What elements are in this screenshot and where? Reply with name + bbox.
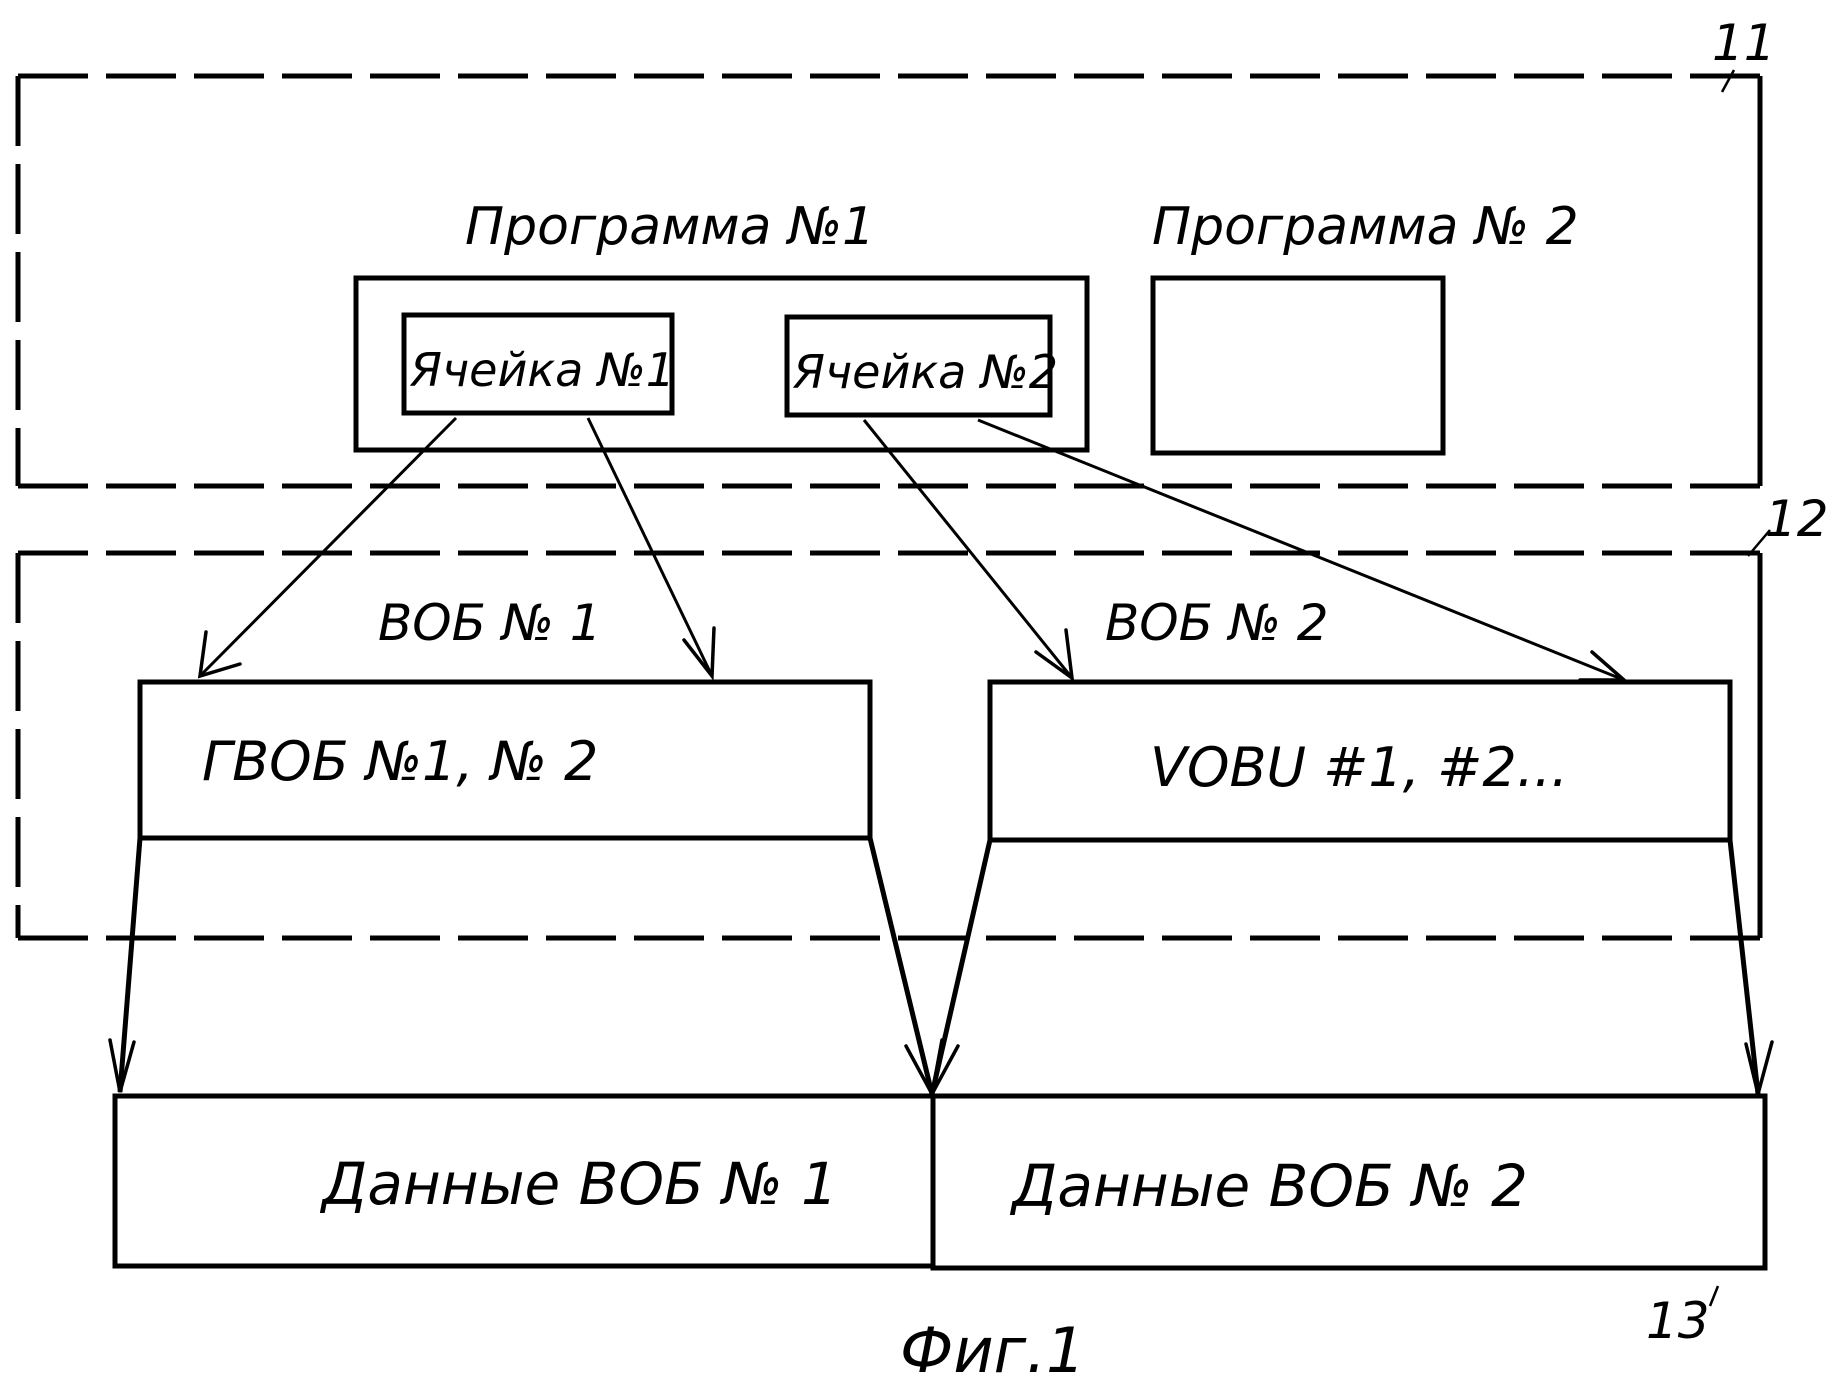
cell-1-to-gvob-end-arrow <box>588 418 714 676</box>
ref-label-11: 11 <box>1712 14 1776 72</box>
ref-leader-13 <box>1710 1286 1718 1306</box>
vobu-to-data-right-arrow <box>1730 840 1772 1094</box>
figure-caption: Фиг.1 <box>900 1314 1085 1379</box>
cell-2-label: Ячейка №2 <box>792 345 1058 399</box>
gvob-to-data-right-arrow <box>870 838 942 1094</box>
ref-label-12: 12 <box>1765 490 1827 548</box>
vob-2-label: ВОБ № 2 <box>1105 594 1329 652</box>
vobu-label: VOBU #1, #2... <box>1150 736 1568 799</box>
gvob-label: ГВОБ №1, № 2 <box>202 730 598 793</box>
data-2-label: Данные ВОБ № 2 <box>1009 1152 1528 1220</box>
ref-leader-11 <box>1722 70 1734 92</box>
program-2-box <box>1153 278 1443 453</box>
program-1-label: Программа №1 <box>465 197 875 257</box>
vobu-to-data-left-arrow <box>920 840 990 1094</box>
ref-label-13: 13 <box>1646 1292 1710 1350</box>
program-2-label: Программа № 2 <box>1152 197 1579 257</box>
gvob-to-data-left-arrow <box>110 838 140 1092</box>
data-1-label: Данные ВОБ № 1 <box>319 1150 838 1218</box>
cell-1-label: Ячейка №1 <box>409 343 675 397</box>
cell-2-to-vobu-start-arrow <box>864 420 1072 678</box>
vob-1-label: ВОБ № 1 <box>378 594 602 652</box>
